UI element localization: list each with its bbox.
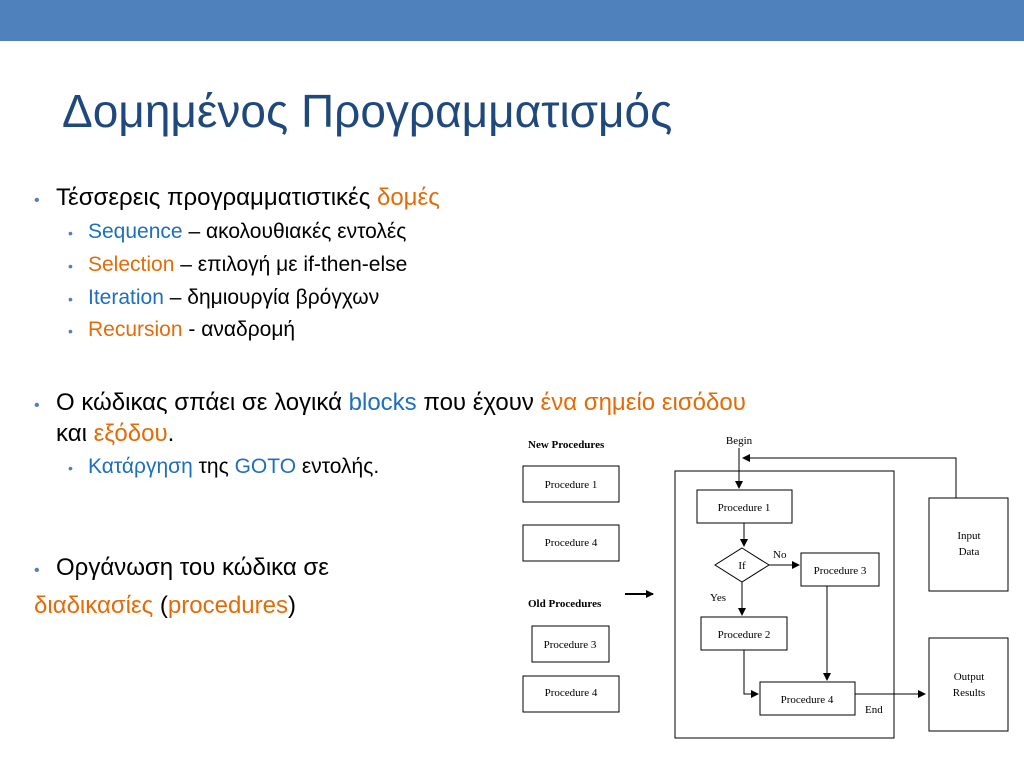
term-procedures-greek: διαδικασίες xyxy=(34,592,154,619)
term-goto: GOTO xyxy=(234,455,297,478)
bullet-1-highlight: δομές xyxy=(376,184,440,211)
goto-statement: εντολής. xyxy=(301,455,380,478)
input-loop-arrow xyxy=(742,454,957,498)
selection-desc: – επιλογή με if-then-else xyxy=(180,253,408,276)
flow-procedure-2-box xyxy=(700,616,788,651)
bullet-marker: • xyxy=(68,291,73,307)
term-abolition: Κατάργηση xyxy=(88,455,193,478)
begin-label: Begin xyxy=(726,435,753,447)
term-recursion: Recursion xyxy=(88,318,183,341)
input-data-box xyxy=(928,497,1009,592)
iteration-desc: – δημιουργία βρόγχων xyxy=(169,286,380,309)
bullet-marker: • xyxy=(68,258,73,274)
old-procedure-3-label: Procedure 3 xyxy=(544,639,597,651)
paren-open: ( xyxy=(159,592,168,619)
sub-bullet-recursion: • Recursion - αναδρομή xyxy=(68,318,295,342)
no-label: No xyxy=(773,549,787,561)
old-procedure-4-label: Procedure 4 xyxy=(545,687,598,699)
old-procedure-3-box xyxy=(531,625,610,663)
new-procedures-title: New Procedures xyxy=(528,439,605,451)
new-procedure-4-label: Procedure 4 xyxy=(545,537,598,549)
sequence-desc: – ακολουθιακές εντολές xyxy=(188,220,407,243)
bullet-1-text: Τέσσερεις προγραμματιστικές xyxy=(56,184,371,211)
bullet-3-line-2: διαδικασίες (procedures) xyxy=(34,592,296,620)
paren-close: ) xyxy=(288,592,296,619)
input-label: Input xyxy=(957,530,980,542)
flow-procedure-2-label: Procedure 2 xyxy=(718,629,771,641)
term-iteration: Iteration xyxy=(88,286,164,309)
bullet-2-part2: που έχουν xyxy=(423,389,534,416)
term-blocks: blocks xyxy=(348,389,417,416)
flow-procedure-4-box xyxy=(759,681,856,716)
bullet-2-and: και xyxy=(56,420,87,447)
term-procedures: procedures xyxy=(167,592,288,619)
slide-title: Δομημένος Προγραμματισμός xyxy=(62,85,673,137)
bullet-marker: • xyxy=(34,397,40,414)
bullet-3-line-1: • Οργάνωση του κώδικα σε xyxy=(34,554,329,582)
bullet-marker: • xyxy=(68,460,73,476)
flow-procedure-4-label: Procedure 4 xyxy=(781,694,834,706)
term-selection: Selection xyxy=(88,253,175,276)
flow-procedure-1-label: Procedure 1 xyxy=(718,502,771,514)
term-sequence: Sequence xyxy=(88,220,183,243)
new-procedure-1-box xyxy=(522,465,620,503)
new-procedure-1-label: Procedure 1 xyxy=(545,479,598,491)
bullet-marker: • xyxy=(68,225,73,241)
flow-procedure-3-box xyxy=(800,552,880,587)
results-label: Results xyxy=(953,687,985,699)
bullet-marker: • xyxy=(34,562,40,579)
output-label: Output xyxy=(954,671,985,683)
data-label: Data xyxy=(959,546,980,558)
p2-to-p4-arrow xyxy=(743,650,759,698)
sub-bullet-goto: • Κατάργηση της GOTO εντολής. xyxy=(68,455,379,479)
end-label: End xyxy=(865,704,883,716)
yes-label: Yes xyxy=(710,592,726,604)
bullet-marker: • xyxy=(34,192,40,209)
sub-bullet-sequence: • Sequence – ακολουθιακές εντολές xyxy=(68,220,406,244)
procedures-diagram: New Procedures Procedure 1 Procedure 4 O… xyxy=(522,435,1009,739)
flow-procedure-3-label: Procedure 3 xyxy=(814,565,867,577)
flow-procedure-1-box xyxy=(696,489,793,524)
output-results-box xyxy=(928,637,1009,732)
bullet-3-text: Οργάνωση του κώδικα σε xyxy=(56,554,329,581)
goto-of: της xyxy=(198,455,229,478)
if-label: If xyxy=(738,560,746,572)
bullet-2-line-2: και εξόδου. xyxy=(56,420,174,448)
bullet-1: • Τέσσερεις προγραμματιστικές δομές xyxy=(34,184,440,212)
bullet-2-part1: Ο κώδικας σπάει σε λογικά xyxy=(56,389,342,416)
sub-bullet-selection: • Selection – επιλογή με if-then-else xyxy=(68,253,407,277)
bullet-marker: • xyxy=(68,323,73,339)
bullet-2-line-1: • Ο κώδικας σπάει σε λογικά blocks που έχ… xyxy=(34,389,746,417)
recursion-desc: - αναδρομή xyxy=(188,318,296,341)
old-procedures-title: Old Procedures xyxy=(528,598,602,610)
old-procedure-4-box xyxy=(522,675,620,713)
bullet-2-dot: . xyxy=(167,420,175,447)
new-procedure-4-box xyxy=(522,524,620,562)
top-accent-bar xyxy=(0,0,1024,41)
sub-bullet-iteration: • Iteration – δημιουργία βρόγχων xyxy=(68,286,379,310)
term-entry-point: ένα σημείο εισόδου xyxy=(540,389,746,416)
term-exit: εξόδου xyxy=(93,420,168,447)
